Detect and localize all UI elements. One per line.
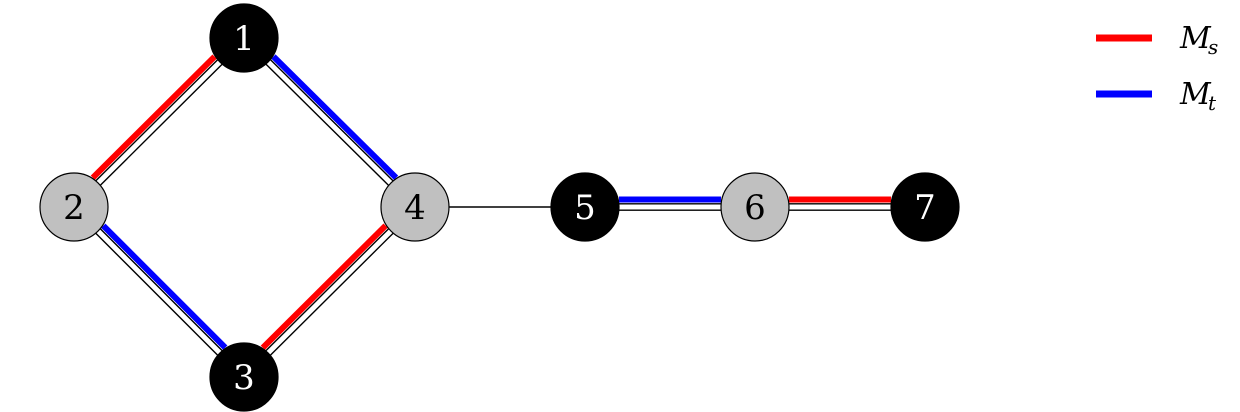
- node-circle: [380, 172, 450, 242]
- edge-5-6: [619, 196, 721, 211]
- legend-item-mt: M t: [1096, 77, 1217, 115]
- edge-rail: [99, 63, 223, 186]
- node-2: 2: [39, 172, 109, 242]
- node-circle: [39, 172, 109, 242]
- node-label: 4: [404, 188, 426, 228]
- node-label: 6: [744, 188, 766, 228]
- node-circle: [209, 342, 279, 412]
- node-circle: [550, 172, 620, 242]
- node-3: 3: [209, 342, 279, 412]
- legend-item-ms: M s: [1096, 21, 1218, 59]
- legend-label-ms-sub: s: [1208, 35, 1218, 59]
- legend-label-mt: M: [1179, 77, 1212, 112]
- node-label: 2: [63, 188, 85, 228]
- edge-6-7: [789, 196, 891, 211]
- node-label: 5: [574, 188, 596, 228]
- node-label: 7: [914, 188, 936, 228]
- edge-rail: [269, 232, 394, 356]
- node-7: 7: [890, 172, 960, 242]
- legend: M s M t: [1096, 21, 1218, 115]
- edge-1-2: [90, 54, 223, 186]
- edge-rail: [95, 232, 219, 356]
- edge-2-3: [95, 223, 228, 356]
- node-1: 1: [209, 3, 279, 73]
- legend-label-mt-sub: t: [1208, 91, 1217, 115]
- matching-s-stroke: [90, 54, 217, 180]
- nodes-layer: 1 2 3 4 5 6 7: [39, 3, 960, 412]
- edge-rail: [269, 59, 394, 182]
- node-circle: [720, 172, 790, 242]
- edge-rail: [265, 228, 390, 352]
- edge-rail: [99, 228, 223, 352]
- node-4: 4: [380, 172, 450, 242]
- edge-rail: [265, 63, 390, 186]
- legend-label-ms: M: [1179, 21, 1212, 56]
- node-circle: [890, 172, 960, 242]
- node-6: 6: [720, 172, 790, 242]
- edges-layer: [90, 54, 891, 356]
- edge-rail: [95, 59, 219, 182]
- node-circle: [209, 3, 279, 73]
- matching-t-stroke: [101, 223, 228, 350]
- matching-s-stroke: [260, 223, 388, 350]
- matching-t-stroke: [271, 54, 399, 180]
- node-label: 1: [233, 19, 255, 59]
- edge-3-4: [260, 223, 394, 356]
- edge-1-4: [265, 54, 399, 186]
- node-label: 3: [233, 358, 255, 398]
- node-5: 5: [550, 172, 620, 242]
